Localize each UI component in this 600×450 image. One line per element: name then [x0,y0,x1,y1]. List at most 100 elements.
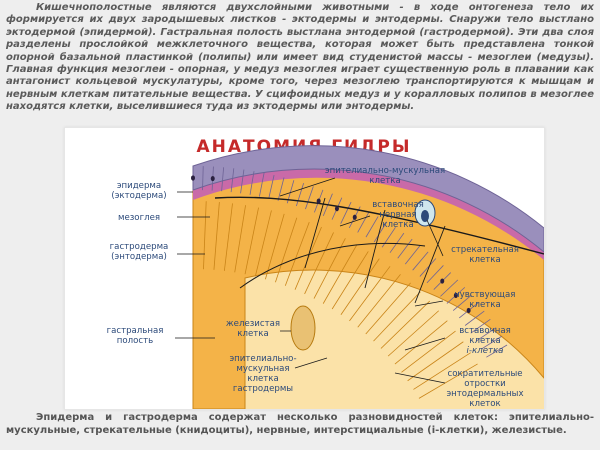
gastroderm-cells [192,201,478,399]
epiderm-nucleus [352,214,357,220]
epiderm-cell-wall [202,166,204,191]
label-gland-2: клетка [237,329,268,339]
gastroderm-cell-wall [203,201,207,270]
inner-labels: железистая клетка эпителиально- мускульн… [226,319,328,394]
inner-leader-lines [280,330,328,369]
epiderm-cell-wall [486,344,508,358]
gastroderm-cell-wall [223,203,233,271]
nerve-fiber [239,242,426,289]
epiderm-cell-wall [470,318,491,334]
gland-cell [290,305,316,351]
hydra-anatomy-svg: АНАТОМИЯ ГИДРЫ эпидерма [107,137,544,409]
gastroderm-cell-wall [275,217,298,283]
mesoglea-layer [193,167,544,260]
label-icell-2: клетка [469,336,500,346]
epiderm-layer [192,145,544,253]
label-nerve-3: клетка [382,220,413,230]
label-mesoglea: мезоглея [118,213,160,223]
left-leader-lines [175,191,215,339]
epiderm-nucleus [453,292,458,298]
epiderm-cell-wall [295,183,305,207]
label-gepimusc-4: гастродермы [233,384,293,394]
label-icell-3: i-клетка [467,346,504,356]
epiderm-cell-wall [221,167,225,192]
gastroderm-cell-wall [234,205,246,273]
epiderm-cell-wall [481,335,502,350]
epiderm-cell-wall [440,279,459,297]
cell-types-paragraph: Эпидерма и гастродерма содержат нескольк… [6,412,594,436]
gastroderm-cell-wall [373,291,421,342]
gastroderm-cell-wall [349,266,391,322]
gastroderm-cell-wall [313,238,346,299]
left-labels: эпидерма (эктодерма) мезоглея гастродерм… [107,181,215,346]
gastroderm-cell-wall [331,251,369,310]
epiderm-cell-wall [397,238,413,259]
label-process-2: отростки [464,379,505,389]
epiderm-cell-wall [365,216,379,238]
epiderm-nucleus [334,206,339,212]
hydra-anatomy-diagram: АНАТОМИЯ ГИДРЫ эпидерма [64,127,545,410]
epiderm-cells [192,166,508,358]
label-endoderm: (энтодерма) [111,252,167,262]
label-gepimusc-3: клетка [247,374,278,384]
epiderm-cell-wall [357,211,370,233]
gastroderm-cell-wall [387,310,439,357]
label-icell: вставочная [459,326,511,336]
epiderm-cell-wall [389,232,405,253]
gastroderm-cell-wall [380,300,431,349]
epiderm-cell-wall [277,177,285,201]
gastroderm-cell-wall [322,244,358,304]
gastroderm-cell-wall [418,363,478,399]
label-nerve: вставочная [372,200,424,210]
label-epimusc-2: клетка [369,176,400,186]
epiderm-cell-wall [268,175,275,199]
label-sens-2: клетка [469,300,500,310]
tissue-layers [191,145,544,409]
label-process: сократительные [447,369,522,379]
label-epimusc: эпителиально-мускульная [325,166,445,176]
gastroderm-cell-wall [213,202,220,270]
gastroderm-cell-wall [244,207,259,275]
epiderm-cell-wall [305,186,314,210]
epiderm-cell-wall [230,168,235,193]
label-ectoderm: (эктодерма) [111,191,166,201]
label-cnido-2: клетка [469,255,500,265]
gastroderm-cell-wall [407,341,464,382]
label-gastroderm: гастродерма [110,242,169,252]
epiderm-nucleus [191,175,195,181]
epiderm-cell-wall [373,221,388,243]
epiderm-cell-wall [475,327,497,342]
epiderm-cell-wall [404,245,421,265]
label-gepimusc: эпителиально- [229,354,296,364]
gastroderm-cell-wall [294,226,322,290]
label-gepimusc-2: мускульная [236,364,289,374]
epiderm-cell-wall [452,294,472,311]
epiderm-cell-wall [464,310,485,326]
gastroderm-cell-wall [265,213,285,280]
gastroderm-cell-wall [413,352,471,390]
gastroderm-cell-wall [394,320,448,365]
cnidocyte-nucleus [421,210,429,222]
label-process-4: клеток [469,399,500,409]
label-nerve-2: нервная [379,210,416,220]
gastroderm-cell-wall [284,222,310,286]
label-cnido: стрекательная [451,245,519,255]
label-cavity: гастральная [107,326,164,336]
epiderm-nucleus [466,307,471,314]
epiderm-cell-wall [381,227,396,248]
epiderm-cell-wall [426,265,444,284]
right-leader-lines [279,177,446,384]
gastroderm-cell-wall [304,232,334,295]
label-process-3: энтодермальных [446,389,523,399]
epiderm-cell-wall [419,258,437,277]
epiderm-nucleus [440,278,445,284]
nerve-net [214,196,544,255]
epiderm-cell-wall [249,171,255,195]
gastroderm-cell-wall [254,210,272,277]
epiderm-cell-wall [259,172,265,197]
gastroderm-cell-wall [340,258,380,315]
epiderm-cell-wall [340,201,352,224]
intro-paragraph: Кишечнополостные являются двухслойными ж… [6,2,594,113]
gastroderm-cell-wall [357,274,401,328]
label-epiderm: эпидерма [117,181,161,191]
